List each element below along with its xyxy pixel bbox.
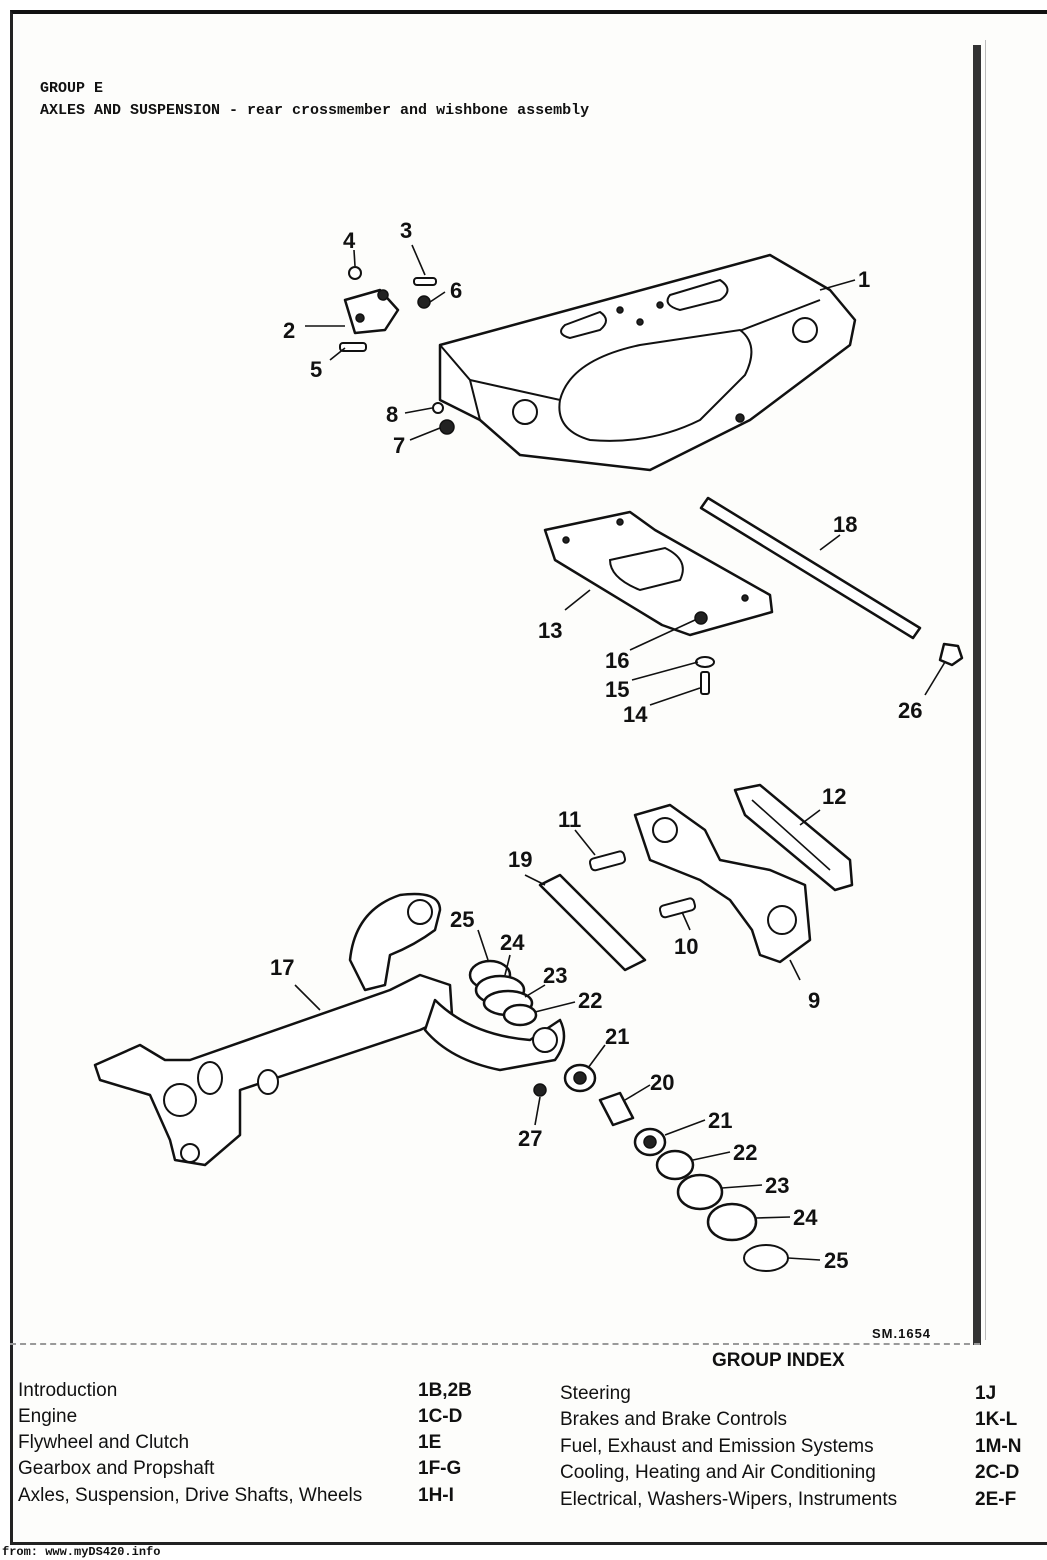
mounting-bracket-part (633, 803, 812, 964)
callout-8: 8 (386, 402, 398, 427)
index-item-axles-suspension[interactable]: Axles, Suspension, Drive Shafts, Wheels (18, 1485, 363, 1506)
callout-24-upper: 24 (500, 930, 525, 955)
index-code-cooling-heating: 2C-D (975, 1462, 1020, 1483)
callout-20: 20 (650, 1070, 674, 1095)
index-code-steering: 1J (975, 1383, 997, 1404)
index-item-steering[interactable]: Steering (560, 1383, 631, 1404)
callout-10: 10 (674, 934, 698, 959)
drawing-reference: SM.1654 (872, 1326, 932, 1341)
index-code-axles-suspension: 1H-I (418, 1485, 454, 1506)
callout-6: 6 (450, 278, 462, 303)
index-item-introduction[interactable]: Introduction (18, 1380, 118, 1401)
group-index-title: GROUP INDEX (712, 1350, 845, 1371)
bolts-part (538, 850, 697, 972)
index-code-introduction: 1B,2B (418, 1380, 472, 1401)
index-item-engine[interactable]: Engine (18, 1406, 78, 1427)
callout-25-lower: 25 (824, 1248, 848, 1273)
callout-2: 2 (283, 318, 295, 343)
document-page (10, 10, 1047, 1545)
callout-18: 18 (833, 512, 857, 537)
callout-16: 16 (605, 648, 629, 673)
index-code-brakes: 1K-L (975, 1409, 1018, 1430)
callout-3: 3 (400, 218, 412, 243)
callout-22-upper: 22 (578, 988, 602, 1013)
wishbone-part (93, 892, 566, 1167)
callout-5: 5 (310, 357, 322, 382)
callout-15: 15 (605, 677, 629, 702)
callout-25-upper: 25 (450, 907, 474, 932)
callout-14: 14 (623, 702, 648, 727)
callout-11: 11 (558, 807, 581, 832)
callout-24-lower: 24 (793, 1205, 818, 1230)
callout-27: 27 (518, 1126, 542, 1151)
index-divider (10, 1343, 980, 1345)
index-code-fuel-exhaust: 1M-N (975, 1436, 1022, 1457)
callout-17: 17 (270, 955, 294, 980)
callout-12: 12 (822, 784, 846, 809)
callout-4: 4 (343, 228, 356, 253)
index-item-brakes[interactable]: Brakes and Brake Controls (560, 1409, 788, 1430)
crossmember-part (438, 253, 857, 472)
callout-9: 9 (808, 988, 820, 1013)
mounting-plate-part (543, 510, 774, 695)
callout-21-lower: 21 (708, 1108, 732, 1133)
callout-1: 1 (858, 267, 870, 292)
bracket-part (339, 266, 455, 435)
callout-13: 13 (538, 618, 562, 643)
callout-26: 26 (898, 698, 922, 723)
index-code-electrical: 2E-F (975, 1489, 1017, 1510)
callout-23-lower: 23 (765, 1173, 789, 1198)
shim-plate-part (733, 783, 854, 892)
source-credit: from: www.myDS420.info (2, 1545, 161, 1559)
callout-labels: 1 2 3 4 5 6 7 8 13 14 15 16 18 26 9 10 1… (270, 218, 922, 1273)
index-item-cooling-heating[interactable]: Cooling, Heating and Air Conditioning (560, 1462, 876, 1483)
exploded-parts-diagram: 1 2 3 4 5 6 7 8 13 14 15 16 18 26 9 10 1… (93, 218, 964, 1273)
callout-21-upper: 21 (605, 1024, 629, 1049)
index-item-electrical[interactable]: Electrical, Washers-Wipers, Instruments (560, 1489, 898, 1510)
index-item-flywheel-clutch[interactable]: Flywheel and Clutch (18, 1432, 190, 1453)
callout-7: 7 (393, 433, 405, 458)
callout-19: 19 (508, 847, 532, 872)
callout-23-upper: 23 (543, 963, 567, 988)
index-code-engine: 1C-D (418, 1406, 463, 1427)
group-label: GROUP E (40, 80, 104, 97)
page-edge-shadow (973, 45, 981, 1345)
bearing-stack-lower-part (533, 1063, 789, 1272)
index-item-fuel-exhaust[interactable]: Fuel, Exhaust and Emission Systems (560, 1436, 874, 1457)
tie-rod-part (699, 496, 964, 667)
leader-lines (294, 244, 946, 1261)
index-code-flywheel-clutch: 1E (418, 1432, 442, 1453)
callout-22-lower: 22 (733, 1140, 757, 1165)
section-title: AXLES AND SUSPENSION - rear crossmember … (40, 102, 590, 119)
index-item-gearbox-propshaft[interactable]: Gearbox and Propshaft (18, 1458, 215, 1479)
bush-stack-upper-part (468, 959, 538, 1027)
index-code-gearbox-propshaft: 1F-G (418, 1458, 462, 1479)
page-edge-line (985, 40, 986, 1340)
